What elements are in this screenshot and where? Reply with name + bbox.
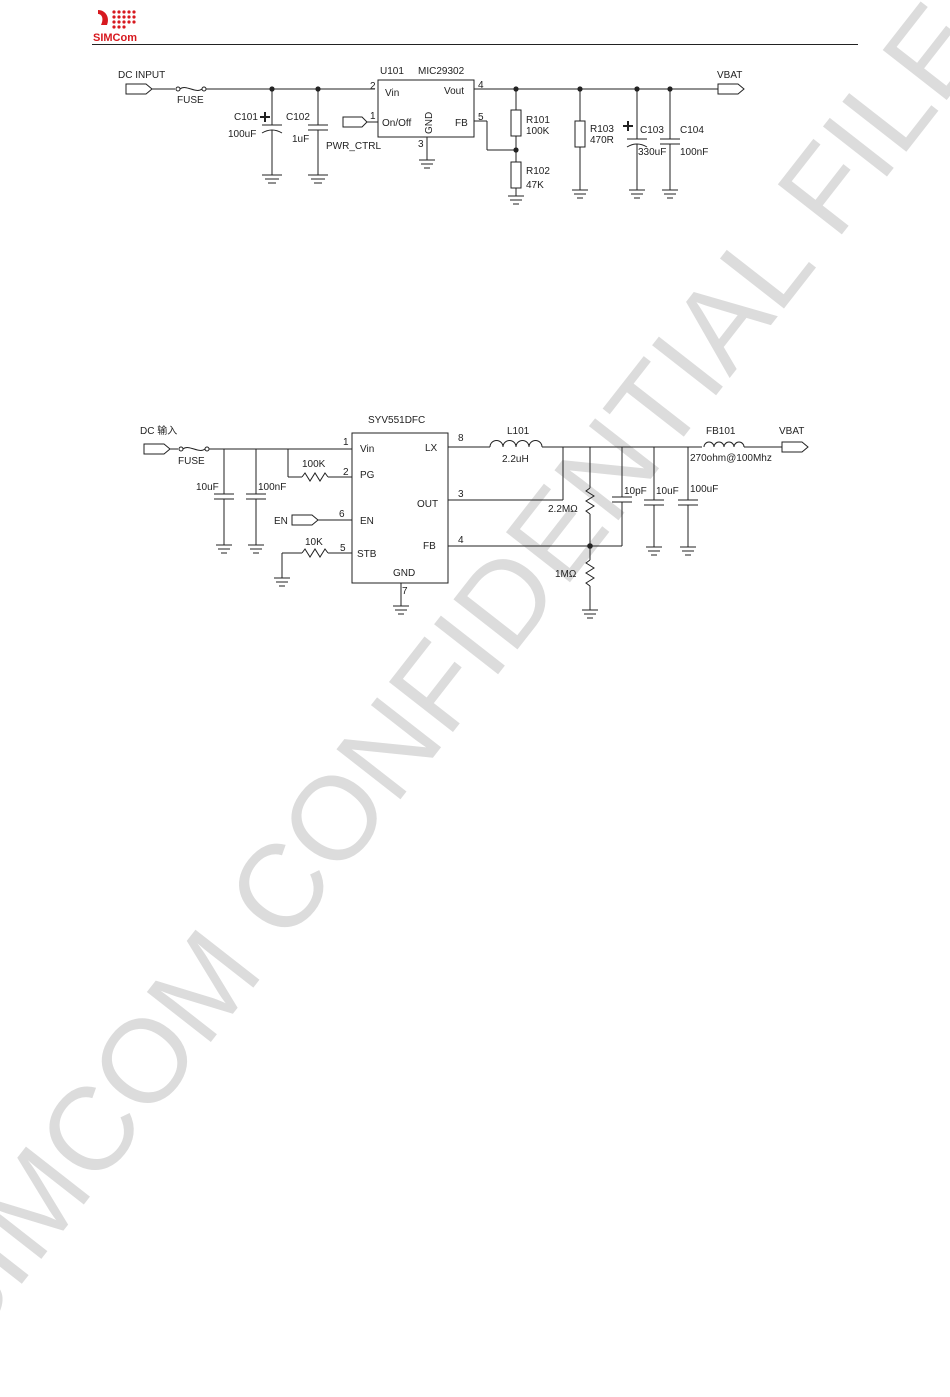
pin-vout-label: Vout (444, 86, 464, 97)
simcom-logo: SIMCom (93, 10, 137, 44)
c102-label: C102 (286, 112, 310, 123)
fuse-symbol (175, 86, 181, 92)
r-10k-label: 10K (305, 537, 323, 548)
cap-100uf-label: 100uF (690, 484, 718, 495)
r-10k-resistor (301, 548, 329, 558)
u101-ic-box (377, 79, 475, 138)
pin-out-label: OUT (417, 499, 438, 510)
pin-out-number: 3 (458, 489, 464, 500)
cap-10uf-label: 10uF (196, 482, 219, 493)
pin-gnd-label: GND (424, 112, 435, 134)
r102-label: R102 (526, 166, 550, 177)
header-rule (92, 44, 858, 45)
l101-label: L101 (507, 426, 530, 437)
r101-value: 100K (526, 126, 550, 137)
fb101-label: FB101 (706, 426, 736, 437)
pin-vin-label-2: Vin (360, 444, 374, 455)
r103-resistor (574, 120, 586, 148)
c101-label: C101 (234, 112, 258, 123)
pwr-ctrl-label: PWR_CTRL (326, 141, 381, 152)
buck-schematic: DC 输入 FUSE SYV551DFC 1 Vin 2 PG 6 EN 5 S… (140, 415, 809, 619)
pin-vin-label: Vin (385, 88, 399, 99)
pin-gnd-number: 3 (418, 139, 424, 150)
pin-pg-label: PG (360, 470, 375, 481)
c104-value: 100nF (680, 147, 708, 158)
r-2m2-resistor (585, 487, 595, 515)
vbat-label: VBAT (717, 70, 742, 81)
pin-fb-label-2: FB (423, 541, 436, 552)
fuse-label-2: FUSE (178, 456, 205, 467)
cap-100nf-label: 100nF (258, 482, 286, 493)
ic-part-label: MIC29302 (418, 66, 465, 77)
pin-stb-number: 5 (340, 543, 346, 554)
r-1m-resistor (585, 559, 595, 587)
fuse-symbol-2 (178, 446, 184, 452)
vbat-label-2: VBAT (779, 426, 804, 437)
vbat-port-2 (781, 441, 809, 453)
pin-en-label: EN (360, 516, 374, 527)
c102-value: 1uF (292, 134, 309, 145)
en-port-label: EN (274, 516, 288, 527)
l101-value: 2.2uH (502, 454, 529, 465)
pin-lx-number: 8 (458, 433, 464, 444)
fb101-ferrite-bead (703, 441, 745, 448)
c103-value: 330uF (638, 147, 666, 158)
logo-text: SIMCom (93, 32, 137, 44)
pin-gnd-label-2: GND (393, 568, 415, 579)
dc-input-label-2: DC 输入 (140, 424, 177, 437)
l101-inductor (489, 440, 543, 448)
ic-part-label-2: SYV551DFC (368, 415, 425, 426)
pin-vout-number: 4 (478, 80, 484, 91)
pin-vin-number: 2 (370, 81, 376, 92)
pin-en-number: 6 (339, 509, 345, 520)
pin-pg-number: 2 (343, 467, 349, 478)
r-100k-label: 100K (302, 459, 326, 470)
vbat-port (717, 83, 745, 95)
ldo-schematic: DC INPUT FUSE U101 MIC29302 2 Vin Vout 4… (118, 66, 745, 205)
u101-label: U101 (380, 66, 404, 77)
dc-input-port-2 (143, 443, 171, 455)
logo-swirl (98, 10, 108, 25)
c104-label: C104 (680, 125, 704, 136)
r-100k-resistor (301, 472, 329, 482)
r-1m-label: 1MΩ (555, 569, 577, 580)
c103-label: C103 (640, 125, 664, 136)
cap-10uf-out-label: 10uF (656, 486, 679, 497)
syv551-ic-box (351, 432, 449, 584)
pin-stb-label: STB (357, 549, 377, 560)
r101-label: R101 (526, 115, 550, 126)
r103-label: R103 (590, 124, 614, 135)
fb101-value: 270ohm@100Mhz (690, 453, 772, 464)
pin-fb-number-2: 4 (458, 535, 464, 546)
c101-value: 100uF (228, 129, 256, 140)
en-port (291, 514, 319, 526)
pin-fb-label: FB (455, 118, 468, 129)
r102-value: 47K (526, 180, 544, 191)
dc-input-label: DC INPUT (118, 70, 165, 81)
pwr-ctrl-port (342, 116, 368, 128)
r101-resistor (510, 109, 522, 137)
r-2m2-label: 2.2MΩ (548, 504, 578, 515)
pin-gnd-number-2: 7 (402, 586, 408, 597)
r102-resistor (510, 161, 522, 189)
pin-onoff-number: 1 (370, 111, 376, 122)
pin-lx-label: LX (425, 443, 438, 454)
dc-input-port (125, 83, 153, 95)
pin-onoff-label: On/Off (382, 118, 411, 129)
pin-fb-number: 5 (478, 112, 484, 123)
r103-value: 470R (590, 135, 614, 146)
fuse-label: FUSE (177, 95, 204, 106)
pin-vin-number-2: 1 (343, 437, 349, 448)
cap-10pf-label: 10pF (624, 486, 647, 497)
polarity-marks (260, 112, 633, 131)
